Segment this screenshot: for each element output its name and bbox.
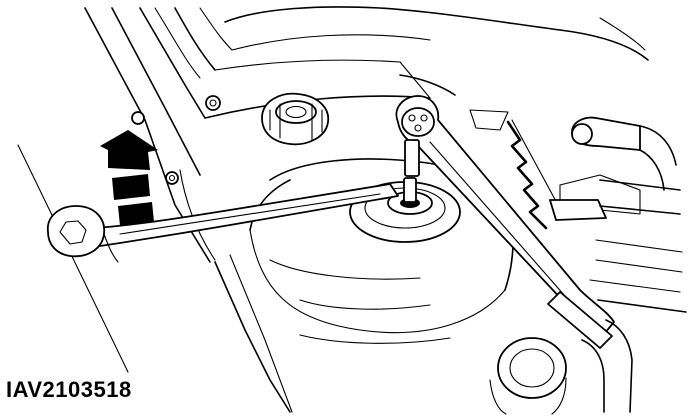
hoses-right — [469, 109, 687, 413]
reservoir-cap-icon — [261, 92, 330, 146]
body-panel-lines — [84, 6, 649, 413]
bolt-heads — [131, 95, 221, 185]
lower-component — [489, 337, 567, 415]
ratchet-wrench-icon — [395, 95, 615, 349]
leader-line — [17, 144, 129, 373]
coil-spring — [506, 119, 559, 230]
direction-arrow-icon — [100, 130, 158, 226]
ring-spanner-icon — [47, 183, 399, 263]
figure-reference-code: IAV2103518 — [6, 377, 132, 402]
